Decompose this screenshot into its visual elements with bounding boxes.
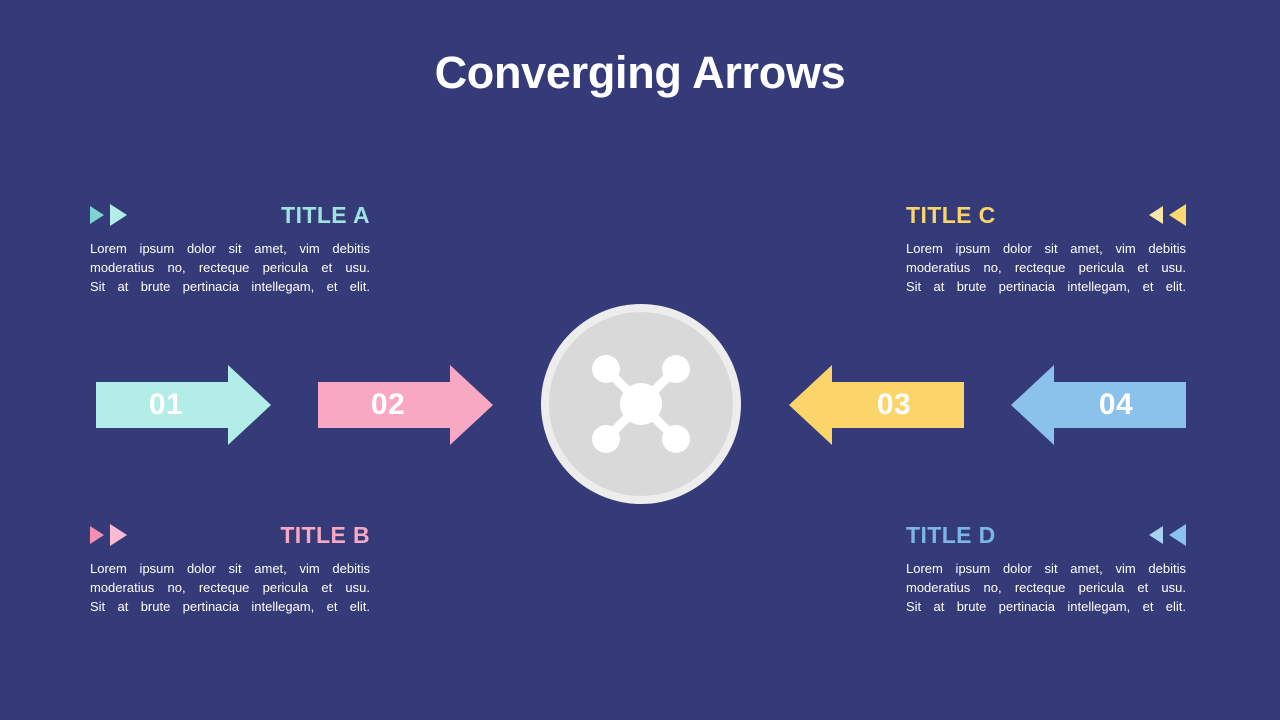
- center-hub[interactable]: [540, 303, 742, 505]
- arrow-step-02[interactable]: 02: [318, 365, 493, 445]
- marker-group-d: [1149, 524, 1186, 546]
- marker-group-a: [90, 204, 127, 226]
- body-line: moderatius no, recteque pericula et usu.: [906, 260, 1186, 275]
- body-line: moderatius no, recteque pericula et usu.: [90, 260, 370, 275]
- arrow-right-shape: [96, 365, 271, 445]
- arrow-step-03[interactable]: 03: [789, 365, 964, 445]
- info-block-body-d: Lorem ipsum dolor sit amet, vim debitis …: [906, 559, 1186, 616]
- info-block-header-d: TITLE D: [906, 518, 1186, 552]
- marker-group-c: [1149, 204, 1186, 226]
- body-line: Lorem ipsum dolor sit amet, vim debitis: [906, 241, 1186, 256]
- info-block-title-label-a: TITLE A: [281, 201, 370, 228]
- arrow-number-02: 02: [370, 388, 406, 421]
- triangle-right-small-icon: [90, 206, 104, 224]
- info-block-body-c: Lorem ipsum dolor sit amet, vim debitis …: [906, 239, 1186, 296]
- triangle-right-large-icon: [110, 204, 127, 226]
- triangle-left-small-icon: [1149, 526, 1163, 544]
- info-block-title-d: TITLE D Lorem ipsum dolor sit amet, vim …: [906, 518, 1186, 616]
- triangle-left-small-icon: [1149, 206, 1163, 224]
- triangle-left-large-icon: [1169, 524, 1186, 546]
- info-block-header-b: TITLE B: [90, 518, 370, 552]
- arrow-step-01[interactable]: 01: [96, 365, 271, 445]
- info-block-title-b: TITLE B Lorem ipsum dolor sit amet, vim …: [90, 518, 370, 616]
- arrow-left-shape: [789, 365, 964, 445]
- info-block-title-a: TITLE A Lorem ipsum dolor sit amet, vim …: [90, 198, 370, 296]
- triangle-left-large-icon: [1169, 204, 1186, 226]
- arrow-left-shape: [1011, 365, 1186, 445]
- info-block-header-c: TITLE C: [906, 198, 1186, 232]
- network-hub-icon: [541, 304, 741, 504]
- body-line: Sit at brute pertinacia intellegam, et e…: [90, 599, 370, 614]
- info-block-body-a: Lorem ipsum dolor sit amet, vim debitis …: [90, 239, 370, 296]
- body-line: moderatius no, recteque pericula et usu.: [906, 580, 1186, 595]
- body-line: Lorem ipsum dolor sit amet, vim debitis: [90, 241, 370, 256]
- body-line: Lorem ipsum dolor sit amet, vim debitis: [906, 561, 1186, 576]
- triangle-right-large-icon: [110, 524, 127, 546]
- info-block-title-label-c: TITLE C: [906, 201, 996, 228]
- marker-group-b: [90, 524, 127, 546]
- arrow-number-01: 01: [148, 388, 184, 421]
- body-line: moderatius no, recteque pericula et usu.: [90, 580, 370, 595]
- info-block-title-label-b: TITLE B: [280, 521, 370, 548]
- arrow-right-shape: [318, 365, 493, 445]
- body-line: Sit at brute pertinacia intellegam, et e…: [90, 279, 370, 294]
- body-line: Lorem ipsum dolor sit amet, vim debitis: [90, 561, 370, 576]
- body-line: Sit at brute pertinacia intellegam, et e…: [906, 599, 1186, 614]
- body-line: Sit at brute pertinacia intellegam, et e…: [906, 279, 1186, 294]
- info-block-title-label-d: TITLE D: [906, 521, 996, 548]
- arrow-number-03: 03: [876, 388, 912, 421]
- info-block-body-b: Lorem ipsum dolor sit amet, vim debitis …: [90, 559, 370, 616]
- triangle-right-small-icon: [90, 526, 104, 544]
- info-block-header-a: TITLE A: [90, 198, 370, 232]
- arrow-step-04[interactable]: 04: [1011, 365, 1186, 445]
- info-block-title-c: TITLE C Lorem ipsum dolor sit amet, vim …: [906, 198, 1186, 296]
- page-title: Converging Arrows: [434, 47, 846, 98]
- arrow-number-04: 04: [1098, 388, 1134, 421]
